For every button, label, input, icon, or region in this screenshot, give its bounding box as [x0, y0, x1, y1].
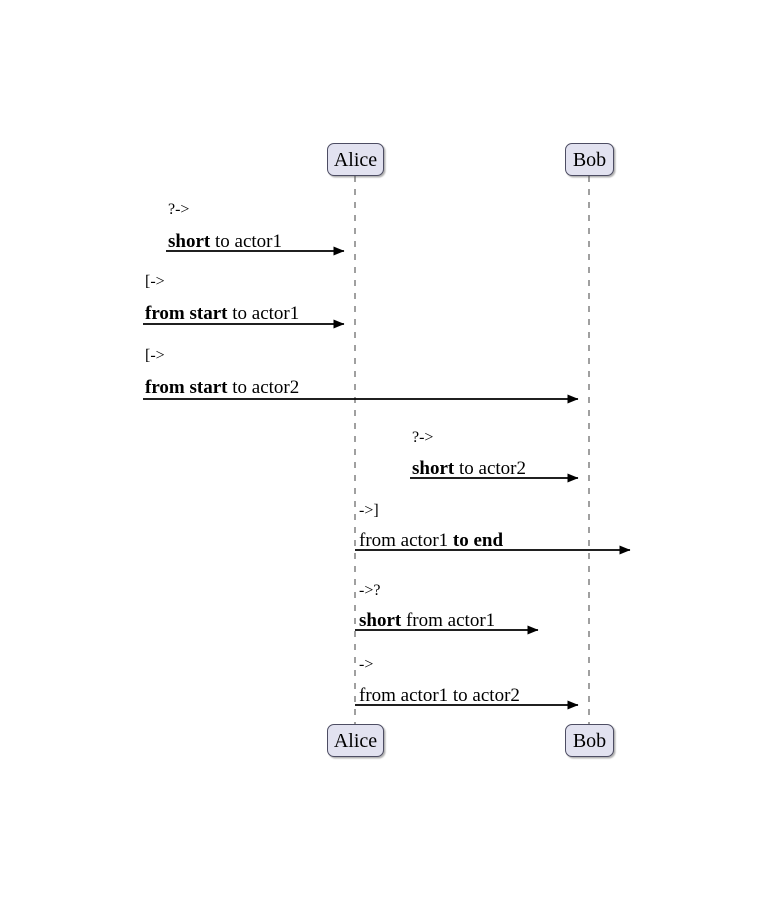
message-label-part: to actor1: [227, 303, 300, 324]
message-arrows-group: [143, 246, 631, 710]
message-label-part: to end: [452, 530, 504, 551]
actor-box-bob-bottom[interactable]: Bob: [565, 724, 614, 757]
message-label-part: from actor1 to actor2: [359, 685, 520, 706]
actor-label-alice: Alice: [333, 729, 378, 752]
message-label-5: short from actor1: [359, 611, 495, 630]
message-note-2: [->: [145, 347, 165, 364]
actor-label-bob: Bob: [572, 148, 607, 171]
message-label-part: short: [168, 231, 211, 252]
message-note-4: ->]: [359, 502, 379, 519]
message-label-6: from actor1 to actor2: [359, 686, 520, 705]
actor-box-bob-top[interactable]: Bob: [565, 143, 614, 176]
actor-box-alice-top[interactable]: Alice: [327, 143, 384, 176]
message-label-2: from start to actor2: [145, 378, 299, 397]
message-label-part: short: [412, 458, 455, 479]
message-label-part: short: [359, 610, 402, 631]
message-note-6: ->: [359, 656, 374, 673]
lifelines-group: [354, 176, 590, 724]
actor-box-alice-bottom[interactable]: Alice: [327, 724, 384, 757]
message-label-part: to actor2: [454, 458, 526, 479]
message-label-part: from actor1: [359, 530, 453, 551]
message-note-5: ->?: [359, 582, 381, 599]
message-label-4: from actor1 to end: [359, 531, 503, 550]
message-label-part: to actor1: [210, 231, 282, 252]
message-note-0: ?->: [168, 201, 190, 218]
message-label-3: short to actor2: [412, 459, 526, 478]
actor-label-alice: Alice: [333, 148, 378, 171]
message-note-3: ?->: [412, 429, 434, 446]
actor-label-bob: Bob: [572, 729, 607, 752]
message-label-part: from actor1: [401, 610, 496, 631]
message-label-part: from start: [145, 377, 228, 398]
message-note-1: [->: [145, 273, 165, 290]
message-label-part: from start: [145, 303, 228, 324]
message-label-part: to actor2: [227, 377, 300, 398]
message-label-1: from start to actor1: [145, 304, 299, 323]
message-label-0: short to actor1: [168, 232, 282, 251]
